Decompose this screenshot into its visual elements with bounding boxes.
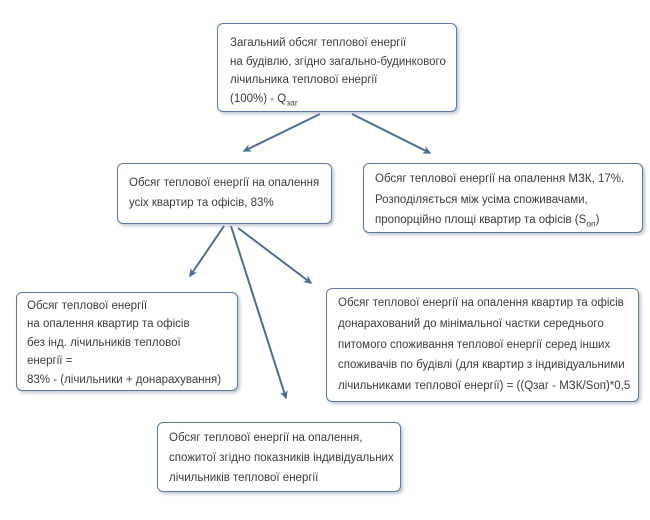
text-line: Розподіляється між усіма споживачами, [375,193,588,206]
node-mzk-17: Обсяг теплової енергії на опалення МЗК, … [363,163,643,233]
text-line: Обсяг теплової енергії на опалення кварт… [338,297,624,309]
arrow-total-to-apartments [242,113,321,152]
text-line: Загальний обсяг теплової енергії [230,37,407,49]
node-surcharge-calculation: Обсяг теплової енергії на опалення кварт… [326,288,639,402]
text-line: донарахований до мінімальної частки сере… [338,317,604,330]
text-line: питомого споживання теплової енергії сер… [338,338,611,351]
node-individual-meters-consumption: Обсяг теплової енергії на опалення, спожи… [157,422,401,492]
node-without-individual-meters: Обсяг теплової енергії на опалення кварти… [16,292,238,391]
text-line: усіх квартир та офісів, 83% [129,197,274,209]
arrow-apartments-to-no-meters [189,225,225,278]
text-line: споживачів по будівлі (для квартир з інд… [338,359,625,372]
text-line: енергії = [27,355,73,368]
arrow-total-to-mzk [351,113,432,154]
node-total-heat-energy: Загальний обсяг теплової енергії на будів… [217,23,457,112]
text-line: Обсяг теплової енергії на опалення МЗК, … [375,173,625,185]
text-line: лічильників теплової енергії [169,472,319,484]
text-line: Обсяг теплової енергії на опалення, [169,432,363,444]
text-line: Обсяг теплової енергії на опалення [129,177,320,189]
text-line: на будівлю, згідно загально-будинкового [230,55,446,68]
text-line: лічильниками теплової енергії) = ((Qзаг … [338,380,631,393]
text-line: на опалення квартир та офісів [27,318,190,331]
arrow-apartments-to-surcharge [237,227,313,284]
text-line: без інд. лічильників теплової [27,336,181,349]
text-line: спожитої згідно показників індивідуальни… [169,452,394,464]
text-line: пропорційно площі квартир та офісів (Sоп… [375,214,600,229]
text-line: Обсяг теплової енергії [27,300,148,312]
text-line: (100%) - Qзаг [230,92,298,107]
text-line: лічильника теплової енергії [230,74,378,86]
arrow-apartments-to-individual-meters [230,225,288,400]
text-line: 83% - (лічильники + донарахування) [27,373,222,386]
node-apartments-offices-83: Обсяг теплової енергії на опалення усіх к… [117,163,332,224]
